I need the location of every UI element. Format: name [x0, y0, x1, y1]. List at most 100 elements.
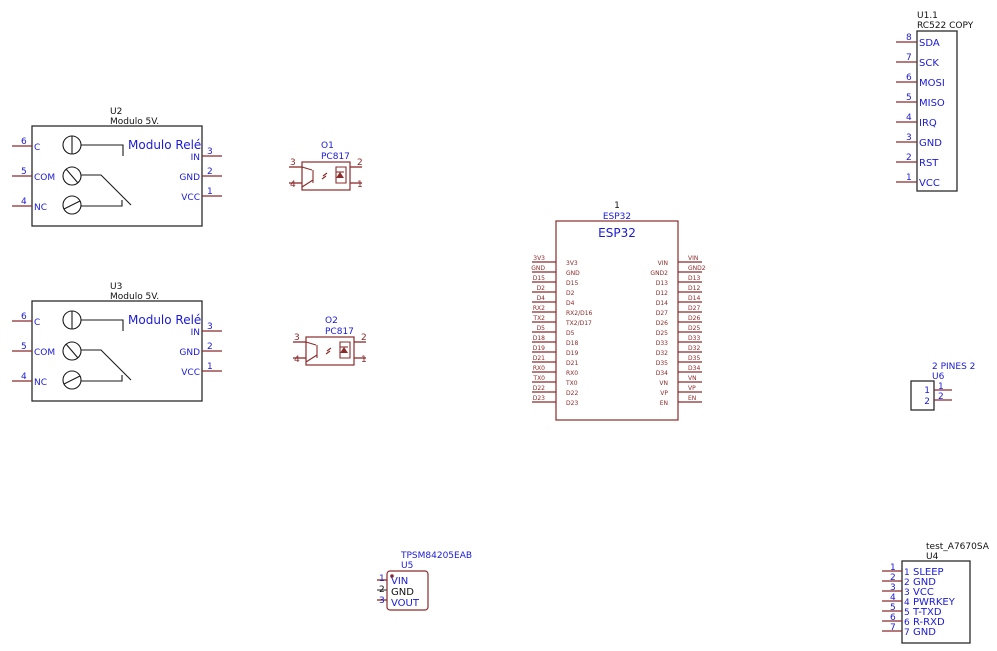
pin-name: D18	[566, 340, 578, 347]
pin-name: D14	[656, 300, 668, 307]
pin-name: COM	[34, 173, 55, 183]
pin-number: 1	[207, 187, 213, 197]
optocoupler-o1[interactable]: O1 PC817 3 4 2 1	[289, 141, 363, 191]
relay-module-u3[interactable]: U3 Modulo 5V. Modulo Relé 6 C 5 COM 4 NC…	[12, 282, 222, 402]
component-value: 2 PINES 2	[932, 362, 975, 372]
pin-number: 4	[21, 197, 27, 207]
pin-name: D22	[566, 390, 578, 397]
ref-designator: U3	[110, 282, 122, 292]
pin-number: 6	[890, 613, 896, 623]
pin-number: 1	[890, 563, 896, 573]
pin-net-label: D5	[537, 325, 546, 332]
pin-number: 6	[21, 137, 27, 147]
relay-contact-icon	[62, 310, 132, 390]
esp32-left-pins: 3V33V3GNDGNDD15D15D2D2D4D4RX2RX2/D16TX2T…	[531, 255, 592, 407]
pin-name: C	[34, 318, 40, 328]
pin-net-label: TX2	[532, 315, 545, 322]
ref-designator: U5	[401, 561, 413, 571]
optocoupler-icon	[301, 166, 347, 188]
component-value: TPSM84205EAB	[400, 551, 472, 561]
pin-number-inner: 4	[904, 598, 910, 608]
component-body	[910, 380, 935, 411]
pin-number: 8	[906, 33, 912, 43]
pin-number: 1	[207, 362, 213, 372]
pin-number: 1	[361, 355, 367, 365]
pin-name: D23	[566, 400, 578, 407]
pin-header-u6[interactable]: 2 PINES 2 U6 1 2 1 2	[910, 362, 975, 411]
pin1-marker-icon	[390, 574, 394, 578]
pin-name: D15	[566, 280, 578, 287]
ref-designator: U2	[110, 107, 122, 117]
pin-name: D32	[656, 350, 668, 357]
pin-name: D25	[656, 330, 668, 337]
component-value: ESP32	[603, 212, 631, 222]
pin-number: 2	[207, 167, 213, 177]
ref-designator: O2	[325, 316, 338, 326]
optocoupler-o2[interactable]: O2 PC817 3 4 2 1	[293, 316, 367, 366]
pin-number: 4	[21, 372, 27, 382]
pin-name: GND	[179, 348, 200, 358]
pin-net-label: D27	[688, 305, 700, 312]
pin-number: 5	[21, 167, 27, 177]
pin-name: TX0	[565, 380, 578, 387]
pin-name: VP	[660, 390, 668, 397]
pin-name: GND	[566, 270, 580, 277]
pin-net-label: RX0	[533, 365, 545, 372]
pin-number: 6	[906, 73, 912, 83]
component-body	[305, 336, 355, 366]
pin-name: GND	[919, 138, 942, 149]
pin-net-label: D4	[537, 295, 546, 302]
pin-number: 3	[207, 322, 213, 332]
pin-name: D26	[656, 320, 668, 327]
pin-name: NC	[34, 378, 47, 388]
pin-name: 1	[924, 386, 930, 396]
pin-number: 4	[906, 113, 912, 123]
pin-number-inner: 7	[904, 628, 910, 638]
pin-net-label: D23	[533, 395, 545, 402]
pin-number: 5	[21, 342, 27, 352]
pin-name: 2	[924, 397, 930, 407]
pin-number: 2	[890, 573, 896, 583]
pin-net-label: D14	[688, 295, 700, 302]
pin-name: 3V3	[566, 260, 578, 267]
pin-number: 2	[361, 333, 367, 343]
component-body	[916, 30, 958, 192]
pin-name: COM	[34, 348, 55, 358]
pin-name: C	[34, 143, 40, 153]
pin-number-inner: 5	[904, 608, 910, 618]
pin-name: RST	[919, 158, 939, 169]
pin-name: D21	[566, 360, 578, 367]
pin-name: D12	[656, 290, 668, 297]
pin-number: 2	[357, 158, 363, 168]
pin-net-label: D32	[688, 345, 700, 352]
pin-name: MOSI	[919, 78, 945, 89]
pin-number: 4	[890, 593, 896, 603]
pin-name: D35	[656, 360, 668, 367]
pin-number: 3	[890, 583, 896, 593]
ref-designator: U4	[926, 552, 939, 562]
tpsm-regulator-u5[interactable]: TPSM84205EAB U5 1 2 3 VIN GND VOUT	[377, 551, 472, 611]
pin-net-label: VIN	[688, 255, 698, 262]
esp32-module[interactable]: 1 ESP32 ESP32 3V33V3GNDGNDD15D15D2D2D4D4…	[531, 201, 706, 421]
pin-number: 1	[379, 574, 385, 584]
pin-number-inner: 6	[904, 618, 910, 628]
pin-name: GND	[179, 173, 200, 183]
relay-module-u2[interactable]: U2 Modulo 5V. Modulo Relé 6 C 5 COM 4 NC…	[12, 107, 222, 227]
esp32-right-pins: VINVINGND2GND2D13D13D12D12D14D14D27D27D2…	[650, 255, 705, 407]
pin-name: IN	[191, 328, 200, 338]
pin-name: RX0	[566, 370, 578, 377]
pin-name: VCC	[181, 193, 200, 203]
component-title: Modulo Relé	[128, 313, 201, 327]
pin-name: D4	[566, 300, 575, 307]
pin-net-label: D26	[688, 315, 700, 322]
component-body	[901, 560, 971, 644]
pin-name: RX2/D16	[566, 310, 593, 317]
pin-number: 5	[890, 603, 896, 613]
optocoupler-icon	[305, 341, 351, 363]
component-body	[555, 220, 679, 421]
component-title: ESP32	[598, 226, 636, 240]
